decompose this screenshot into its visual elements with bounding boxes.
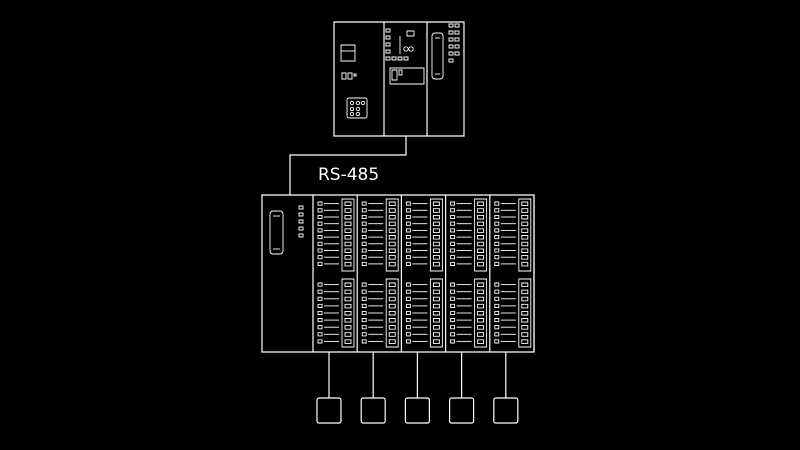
- io-module: [362, 195, 401, 352]
- power-supply-module: [341, 45, 367, 118]
- io-module: [318, 195, 357, 352]
- io-module: [451, 195, 490, 352]
- rs485-bus-cable: [290, 136, 406, 195]
- bus-label: RS-485: [318, 165, 379, 185]
- interface-module: [270, 195, 313, 352]
- cpu-module: [386, 29, 424, 84]
- comm-module: [432, 24, 459, 79]
- io-module: [495, 195, 534, 352]
- io-module: [406, 195, 445, 352]
- field-device: [405, 352, 429, 423]
- field-device: [494, 352, 518, 423]
- field-device: [361, 352, 385, 423]
- db-connector-icon: [270, 211, 283, 254]
- master-plc-rack: [334, 22, 464, 136]
- field-device: [317, 352, 341, 423]
- db-connector-icon: [432, 33, 443, 79]
- master-plc: [334, 22, 464, 136]
- field-device: [450, 352, 474, 423]
- remote-io-rack: [262, 195, 534, 423]
